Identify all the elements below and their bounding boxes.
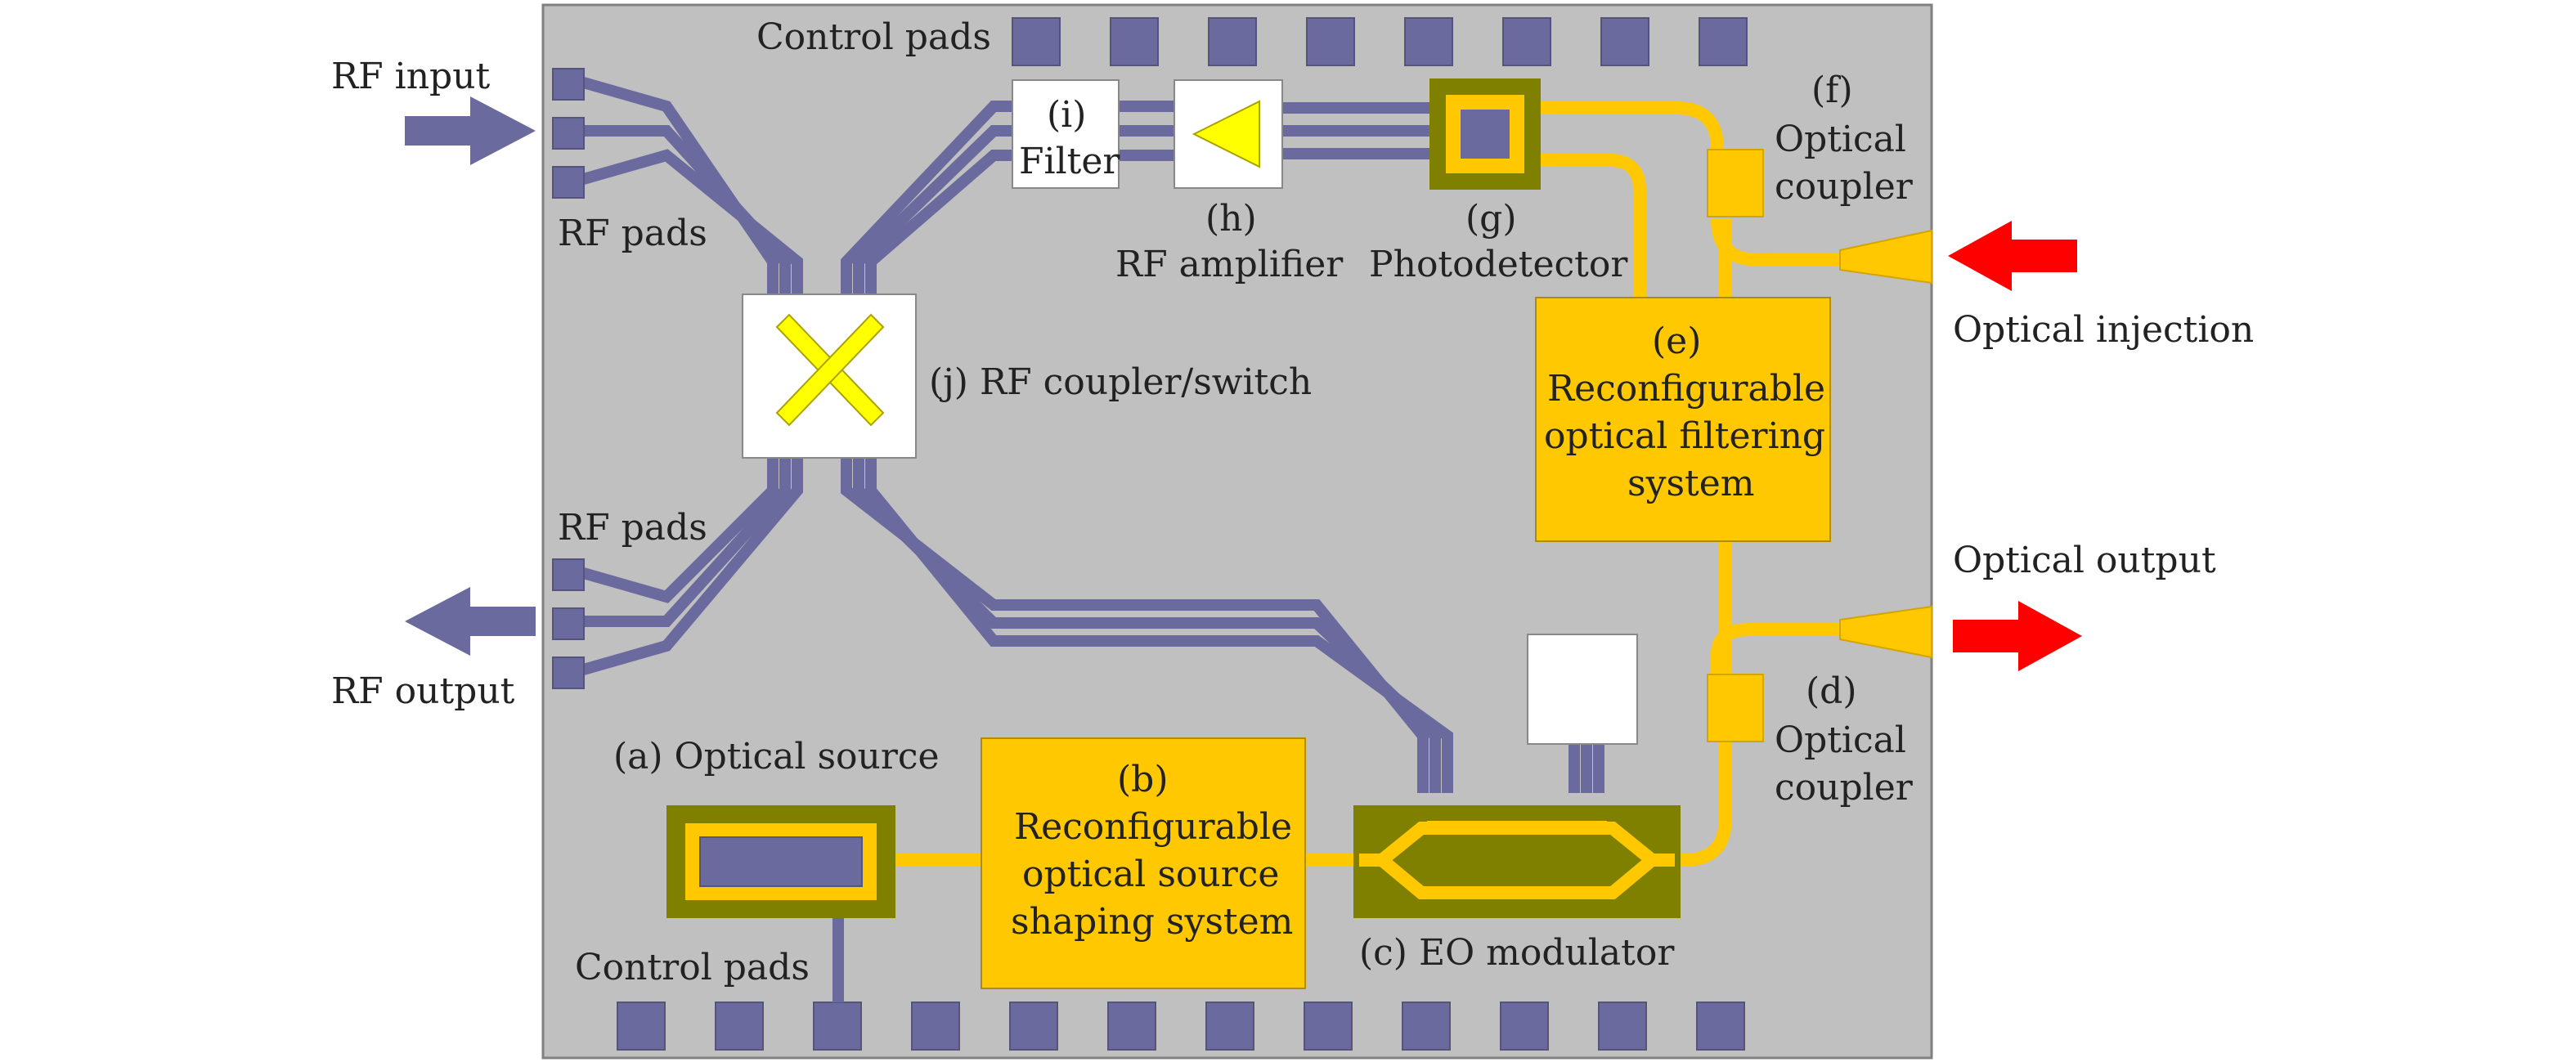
label-rf-pads-top: RF pads xyxy=(558,213,707,254)
eo-bias-pad xyxy=(1527,634,1638,745)
label-shaping-3: shaping system xyxy=(1011,901,1293,943)
taper-injection xyxy=(1839,229,1932,285)
filtering-system-box xyxy=(1535,297,1831,542)
label-filter-tag: (i) xyxy=(1047,94,1086,136)
optical-waveguides xyxy=(895,101,1844,867)
label-rf-input: RF input xyxy=(331,56,491,97)
label-shaping-2: optical source xyxy=(1022,854,1279,895)
shaping-system-box xyxy=(981,737,1306,989)
eo-arm-top xyxy=(1427,821,1607,824)
amplifier-triangle-icon xyxy=(1192,100,1260,168)
control-pads-bottom xyxy=(617,1002,1745,1051)
label-coupler-d-1: Optical xyxy=(1775,719,1906,761)
optical-injection-arrow xyxy=(1948,221,2077,291)
rf-traces xyxy=(579,76,1604,1002)
rf-pads xyxy=(552,68,585,689)
label-eo-modulator: (c) EO modulator xyxy=(1359,932,1675,974)
rf-switch-cross-icon xyxy=(775,313,885,427)
label-pd-tag: (g) xyxy=(1465,198,1517,240)
eo-mzi xyxy=(1359,822,1675,899)
label-coupler-f-tag: (f) xyxy=(1811,69,1853,111)
photodetector-core xyxy=(1461,110,1510,159)
optical-source-core xyxy=(699,836,863,887)
coupler-f xyxy=(1707,149,1764,217)
taper-output xyxy=(1839,605,1932,659)
label-filter-sys-tag: (e) xyxy=(1652,320,1701,362)
label-pd-name: Photodetector xyxy=(1369,244,1628,285)
label-amp-tag: (h) xyxy=(1205,198,1257,240)
label-shaping-tag: (b) xyxy=(1117,759,1169,800)
label-control-pads-bottom: Control pads xyxy=(575,947,810,988)
coupler-d xyxy=(1707,674,1764,742)
label-amp-name: RF amplifier xyxy=(1115,244,1344,285)
rf-input-arrow xyxy=(405,96,536,165)
label-optical-source: (a) Optical source xyxy=(613,736,940,777)
label-control-pads-top: Control pads xyxy=(756,16,991,58)
label-coupler-f-2: coupler xyxy=(1775,166,1914,208)
label-rf-switch: (j) RF coupler/switch xyxy=(929,361,1312,403)
label-rf-pads-bottom: RF pads xyxy=(558,507,707,549)
optical-output-arrow xyxy=(1953,601,2082,671)
label-filter-sys-2: optical filtering xyxy=(1544,415,1825,457)
label-coupler-f-1: Optical xyxy=(1775,119,1906,160)
label-optical-output: Optical output xyxy=(1953,540,2216,581)
label-coupler-d-2: coupler xyxy=(1775,767,1914,809)
label-optical-injection: Optical injection xyxy=(1953,309,2254,351)
label-shaping-1: Reconfigurable xyxy=(1014,806,1292,848)
rf-output-arrow xyxy=(405,587,536,656)
label-filter-sys-3: system xyxy=(1627,463,1754,504)
label-coupler-d-tag: (d) xyxy=(1806,670,1857,712)
filter-box xyxy=(1012,79,1120,189)
label-rf-output: RF output xyxy=(331,670,515,712)
label-filter-name: Filter xyxy=(1019,141,1120,182)
control-pads-top xyxy=(1012,17,1748,66)
label-filter-sys-1: Reconfigurable xyxy=(1547,368,1825,410)
